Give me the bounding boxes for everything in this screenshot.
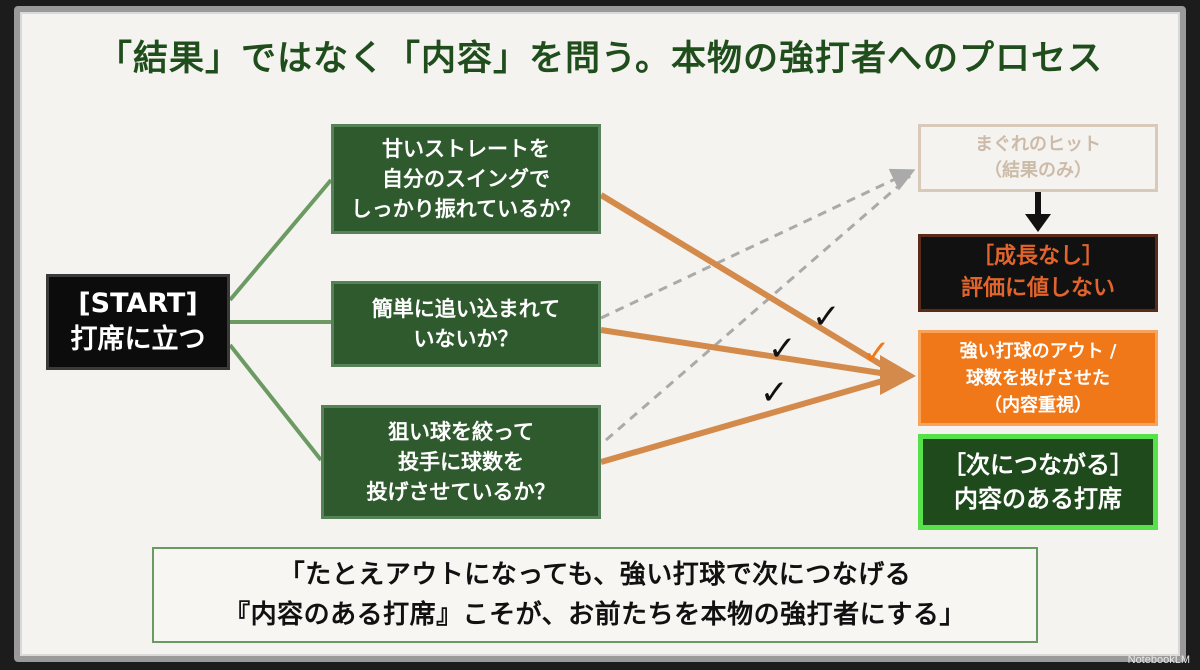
question-box-target: 狙い球を絞って 投手に球数を 投げさせているか？ xyxy=(321,405,601,519)
branch-line-top xyxy=(228,178,333,302)
quote-box: 「たとえアウトになっても、強い打球で次につなげる 『内容のある打席』こそが、お前… xyxy=(152,547,1038,643)
outcome-no-growth: ［成長なし］ 評価に値しない xyxy=(918,234,1158,312)
check-icon: ✓ xyxy=(760,373,789,413)
orange-arrow-2 xyxy=(600,327,901,379)
check-icon-orange: ✓ xyxy=(862,333,891,373)
question-box-swing: 甘いストレートを 自分のスイングで しっかり振れているか？ xyxy=(331,124,601,234)
check-icon: ✓ xyxy=(812,297,841,337)
brand-logo: NotebookLM xyxy=(1127,654,1190,666)
orange-arrow-head xyxy=(880,355,916,395)
question-box-count: 簡単に追い込まれて いないか？ xyxy=(331,281,601,367)
dashed-arrow-2 xyxy=(605,174,911,442)
orange-arrow-1 xyxy=(599,192,902,379)
check-icon: ✓ xyxy=(768,329,797,369)
branch-line-bottom xyxy=(228,343,323,462)
outcome-next-at-bat: ［次につながる］ 内容のある打席 xyxy=(918,434,1158,530)
start-box: [START] 打席に立つ xyxy=(46,274,230,370)
outcome-lucky-hit: まぐれのヒット （結果のみ） xyxy=(918,124,1158,192)
dashed-arrow-1 xyxy=(600,168,916,320)
down-arrow-head xyxy=(1025,214,1051,232)
page-title: 「結果」ではなく「内容」を問う。本物の強打者へのプロセス xyxy=(97,39,1103,79)
outcome-quality-out: 強い打球のアウト / 球数を投げさせた （内容重視） xyxy=(918,330,1158,426)
orange-arrow-3 xyxy=(600,373,901,465)
